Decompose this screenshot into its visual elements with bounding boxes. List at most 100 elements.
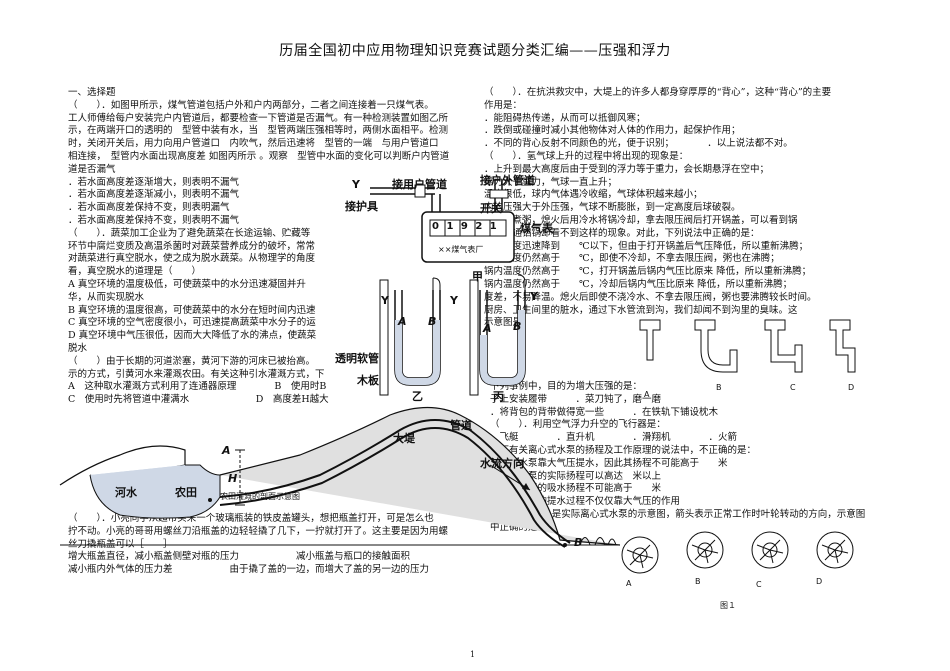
pump-d: D <box>816 577 823 586</box>
text-line: ．若水面高度差逐渐减小，则表明不漏气 <box>68 189 240 201</box>
label-dam: 大堤 <box>393 432 415 445</box>
label-pipe: 管道 <box>450 419 472 432</box>
text-line: 脱水 <box>68 343 88 354</box>
text-line: C 使用时先将管道中灌满水 D 高度差H越大 <box>68 394 329 406</box>
text-line: 离心式水泵的实际扬程可以高达 米以上 <box>490 470 662 482</box>
label-y1: Y <box>352 178 360 191</box>
drain-a: A <box>644 390 650 399</box>
text-line: 一、选择题 <box>68 87 116 98</box>
label-y4: Y <box>530 290 538 303</box>
text-line: 减小瓶内外气体的压力差 由于撬了盖的一边，而增大了盖的另一边的压力 <box>68 564 430 576</box>
text-line: 内的压强大于外压强，气球不断膨胀，到一定高度后球破裂。 <box>484 202 741 214</box>
text-line: 离心式水泵的吸水扬程不可能高于 米 <box>490 483 662 495</box>
text-line: 锅内温度仍然高于 ℃，打开锅盖后锅内气压比原来 降低，所以重新沸腾； <box>484 266 812 278</box>
text-line: ．不同的背心反射不同颜色的光，便于识别； ．以上说法都不对。 <box>484 138 793 150</box>
text-line: ．上升到最大高度后由于受到的浮力等于重力，会长期悬浮在空中； <box>484 163 770 175</box>
text-line: （ ）．在抗洪救灾中，大堤上的许多人都身穿厚厚的“背心”，这种“背心”的主要 <box>484 87 832 98</box>
label-user-pipe: 接用户管道 <box>392 178 447 191</box>
text-line: ．若水面高度差逐渐增大，则表明不漏气 <box>68 176 240 188</box>
text-line: 示的方式，引黄河水来灌溉农田。有关这种引水灌溉方式，下 <box>68 368 325 380</box>
label-y3: Y <box>381 294 389 307</box>
text-line: 度差，不易降温。熄火后即使不浇冷水、不拿去限压阀，粥也要沸腾较长时间。 <box>484 291 817 303</box>
page-number: 1 <box>470 650 476 659</box>
drain-b: B <box>716 383 722 392</box>
text-line: 增大瓶盖直径，减小瓶盖侧壁对瓶的压力 减小瓶盖与瓶口的接触面积 <box>68 551 411 563</box>
text-line: 丝刀撬瓶盖可以［ ］ <box>68 538 173 550</box>
label-fig-bing: 丙 <box>493 390 504 403</box>
text-line: B 真空环境的温度很高，可使蔬菜中的水分在短时间内迅速 <box>68 304 316 316</box>
text-line: 锅内温度仍然高于 ℃，即使不冷却，不拿去限压阀，粥也在沸腾； <box>484 253 780 265</box>
text-line: 锅内温度仍然高于 ℃，冷却后锅内气压比原来 降低，所以重新沸腾； <box>484 279 793 290</box>
text-line: 看，真空脱水的道理是（ ） <box>68 266 202 278</box>
text-line: ．将背包的背带做得宽一些 ．在铁轨下铺设枕木 <box>490 406 719 418</box>
text-line: ．能阻碍热传递，从而可以抵御风寒； <box>484 112 646 124</box>
text-line: 用压锅煮粥，熄火后用冷水将锅冷却，拿去限压阀后打开锅盖，可以看到锅 <box>484 215 798 226</box>
label-board: 木板 <box>357 374 379 387</box>
text-line: 温度很低，球内气体遇冷收缩，气球体积越来越小； <box>484 189 703 201</box>
text-line: ．若水面高度差保持不变，则表明不漏气 <box>68 215 240 226</box>
pump-caption: 图１ <box>720 601 736 610</box>
label-flow: 水流方向 <box>480 457 524 470</box>
text-line: 环节中腐烂变质及高温杀菌时对蔬菜营养成分的破坏，常常 <box>68 240 316 252</box>
text-line: 离心式水泵的提水过程不仅仅靠大气压的作用 <box>490 496 681 508</box>
text-line: 时，关闭开关后，用力向用户管道口 内吹气，然后迅速将 型管的一端 与用户管道口 <box>68 138 439 150</box>
text-line: 离心式水泵靠大气压提水，因此其扬程不可能高于 米 <box>490 457 728 469</box>
label-fig-jia: 甲 <box>472 270 483 283</box>
text-line: ．跌倒或碰撞时减小其他物体对人体的作用力，起保护作用； <box>484 125 741 137</box>
text-line: ．飞艇 ．直升机 ．滑翔机 ．火箭 <box>490 432 738 444</box>
label-fig-yi: 乙 <box>412 390 423 403</box>
label-a1: A <box>398 315 407 328</box>
meter-digits: 0 1 9 2 1 <box>432 221 499 232</box>
text-line: （ ）．蔬菜加工企业为了避免蔬菜在长途运输、贮藏等 <box>68 227 311 239</box>
irrigation-caption: 农田灌溉的剖面示意图 <box>220 492 300 501</box>
pump-figure <box>621 531 854 574</box>
text-line: 拧不动。小亮的哥哥用螺丝刀沿瓶盖的边轻轻撬了几下，一拧就打开了。这主要是因为用螺 <box>68 525 449 537</box>
text-line: （ ）由于长期的河道淤塞，黄河下游的河床已被抬高。 <box>68 355 316 367</box>
label-b1: B <box>428 315 437 328</box>
text-line: （ ）．如图甲所示，煤气管道包括户外和户内两部分，二者之间连接着一只煤气表。 <box>68 99 434 111</box>
label-h: H <box>228 472 238 485</box>
text-line: 中正确的是 <box>490 521 538 533</box>
pump-b: B <box>695 577 701 586</box>
label-gas-meter: 煤气表 <box>520 222 553 235</box>
text-line: 厨房、卫生间里的脏水，通过下水管流到沟，我们却闻不到沟里的臭味。这 <box>484 304 798 316</box>
gas-meter-figure <box>370 180 526 396</box>
page-title: 历届全国初中应用物理知识竞赛试题分类汇编——压强和浮力 <box>279 43 671 59</box>
text-line: 道是否漏气 <box>68 163 116 175</box>
label-a: A <box>222 444 231 457</box>
label-outdoor-pipe: 接户外管道 <box>480 174 535 187</box>
text-line: 作用是： <box>484 99 523 111</box>
label-b2: B <box>513 320 522 333</box>
text-line: （ ）．利用空气浮力升空的飞行器是： <box>490 419 666 431</box>
label-a2: A <box>483 322 492 335</box>
text-line: （ ）．图 是实际离心式水泵的示意图，箭头表示正常工作时叶轮转动的方向，示意图 <box>490 509 866 520</box>
text-line: D 真空环境中气压很低，因而大大降低了水的沸点，使蔬菜 <box>68 330 317 342</box>
irrigation-figure <box>59 406 621 548</box>
label-y2: Y <box>450 294 458 307</box>
text-line: 腾。普通铝锅却看不到这样的现象。对此，下列说法中正确的是： <box>484 227 760 239</box>
pump-c: C <box>756 580 762 589</box>
drain-d: D <box>848 383 855 392</box>
label-river: 河水 <box>115 486 137 499</box>
text-line: 子上安装履带 ．菜刀钝了，磨一磨 <box>490 393 662 405</box>
label-b: B <box>574 536 583 549</box>
text-line: 锅内温度迅速降到 ℃以下，但由于打开锅盖后气压降低，所以重新沸腾； <box>484 240 809 252</box>
text-line: A 真空环境的温度极低，可使蔬菜中的水分迅速凝固并升 <box>68 279 306 290</box>
drain-traps-figure <box>639 319 856 373</box>
text-line: 相连接， 型管内水面出现高度差 如图丙所示 。观察 型管中水面的变化可以判断户内… <box>68 151 450 162</box>
label-field: 农田 <box>175 486 197 499</box>
label-switch: 开关 <box>480 202 502 215</box>
drain-c: C <box>790 383 796 392</box>
text-line: 工人师傅给每户安装完户内管道后，都要检查一下管道是否漏气。有一种检测装置如图乙所 <box>68 112 449 124</box>
text-line: 浮力大于重力，气球一直上升； <box>484 176 618 188</box>
text-line: ．若水面高度差保持不变，则表明漏气 <box>68 202 230 214</box>
text-line: 示意图是： <box>484 317 532 329</box>
text-line: （ ）．氢气球上升的过程中将出现的现象是： <box>484 151 689 162</box>
label-tube: 透明软管 <box>335 352 379 365</box>
text-line: （ ）．小亮同学从超市买来一个玻璃瓶装的铁皮盖罐头，想把瓶盖打开，可是怎么也 <box>68 513 434 524</box>
text-line: 华，从而实现脱水 <box>68 291 145 303</box>
text-line: 示，在两端开口的透明的 型管中装有水，当 型管两端压强相等时，两侧水面相平。检测 <box>68 125 449 137</box>
label-fitting: 接护具 <box>345 200 378 213</box>
text-line: 下列事例中，目的为增大压强的是： <box>490 381 643 392</box>
meter-factory: ××煤气表厂 <box>438 245 484 254</box>
